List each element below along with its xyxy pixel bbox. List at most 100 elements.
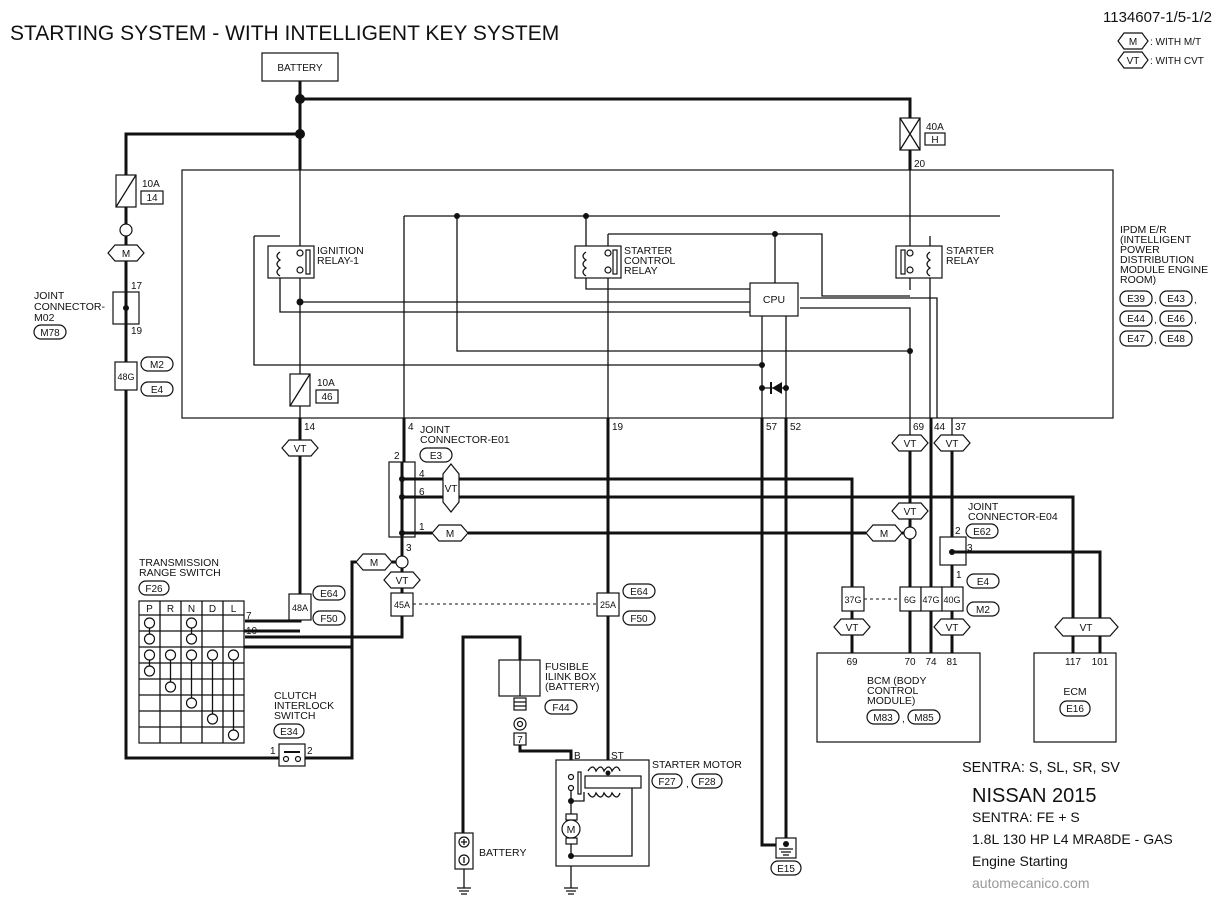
svg-text:F50: F50 [630,614,648,625]
svg-text:E44: E44 [1127,314,1145,325]
ecm-box [1033,652,1117,743]
svg-text:VT: VT [904,439,917,450]
harness-tag-vt-69: VT [891,434,929,452]
trs-position-label: R [167,604,174,615]
harness-tag-m-bcm: M [865,524,903,542]
svg-text:M83: M83 [873,713,893,724]
trs-contact [143,633,156,645]
svg-text:E4: E4 [151,385,164,396]
svg-text:H: H [931,135,938,146]
svg-text:3: 3 [406,543,412,554]
svg-text:17: 17 [131,281,143,292]
svg-text:RELAY: RELAY [946,255,980,267]
svg-text:48A: 48A [292,603,308,613]
svg-text:1: 1 [270,746,276,757]
svg-text:CONTROL: CONTROL [867,685,918,697]
svg-text:CLUTCH: CLUTCH [274,690,317,702]
svg-text:E43: E43 [1167,294,1185,305]
svg-text:ST: ST [611,751,624,762]
svg-text:2: 2 [307,746,313,757]
svg-text:(INTELLIGENT: (INTELLIGENT [1120,234,1192,246]
ignition-relay-1: IGNITION RELAY-1 [267,245,364,279]
svg-text:6G: 6G [904,595,916,605]
svg-text:,: , [1154,315,1157,326]
legend-m: M : WITH M/T [1117,32,1201,50]
svg-text:10A: 10A [142,179,160,190]
trs-contact [227,729,240,741]
svg-text:POWER: POWER [1120,244,1160,256]
svg-text:37: 37 [955,422,967,433]
battery-bottom: BATTERY [454,832,526,895]
svg-text:117: 117 [1065,657,1081,668]
svg-text:7: 7 [517,735,523,746]
diagram-id: 1134607-1/5-1/2 [1103,9,1212,26]
svg-text:,: , [902,714,905,725]
svg-text:IPDM E/R: IPDM E/R [1120,224,1167,236]
svg-text:M: M [567,824,576,836]
battery-top-label: BATTERY [277,63,323,74]
harness-tag-vt-vertical [442,463,460,513]
svg-text:M2: M2 [976,605,990,616]
ipdm-connectors: E39 , E43 , E44 , E46 , E47 , E48 [1119,290,1197,347]
svg-text:40A: 40A [926,122,944,133]
svg-text:F50: F50 [320,614,338,625]
svg-text:3: 3 [967,543,973,554]
svg-text:STARTER: STARTER [624,245,672,257]
svg-text:E16: E16 [1066,704,1084,715]
svg-text:M02: M02 [34,312,55,324]
trs-position-label: L [231,604,237,615]
ipdm-er-box [181,169,1114,419]
cpu-box [749,282,799,317]
legend-m-tag: M [1129,37,1137,48]
svg-text:E34: E34 [280,727,298,738]
fusible-link-box: 7 FUSIBLE ILINK BOX (BATTERY) F44 [498,659,599,746]
battery-top-box [261,52,339,82]
svg-text:JOINT: JOINT [420,424,451,436]
svg-text:M: M [880,529,888,540]
trs-position-label: D [209,604,216,615]
svg-text:M2: M2 [150,360,164,371]
svg-text:6: 6 [419,487,425,498]
trs-contact [227,649,240,661]
footer-model: SENTRA: FE + S [972,809,1080,825]
svg-text:46: 46 [321,392,333,403]
svg-text:44: 44 [934,422,946,433]
cpu-label: CPU [763,294,785,306]
svg-text:37G: 37G [844,595,861,605]
footer-make: NISSAN 2015 [972,785,1097,807]
harness-tag-vt-bcm81: VT [933,618,971,636]
svg-text:101: 101 [1092,657,1109,668]
starter-control-relay: STARTER CONTROL RELAY [574,245,675,279]
svg-text:SWITCH: SWITCH [274,710,315,722]
svg-text:MODULE ENGINE: MODULE ENGINE [1120,264,1208,276]
svg-text:M: M [122,249,130,260]
svg-text:19: 19 [612,422,624,433]
svg-text:4: 4 [408,422,414,433]
legend-vt-tag: VT [1127,56,1140,67]
svg-text:FUSIBLE: FUSIBLE [545,661,589,673]
svg-text:CONNECTOR-E04: CONNECTOR-E04 [968,511,1058,523]
svg-text:STARTER MOTOR: STARTER MOTOR [652,759,742,771]
svg-text:2: 2 [394,451,400,462]
harness-e4-m2: 37G 6G 47G 40G E4 M2 [841,573,1000,617]
svg-text:70: 70 [904,657,916,668]
splice-circle [119,223,133,237]
svg-text:(BATTERY): (BATTERY) [545,681,599,693]
trs-contact [185,649,198,661]
svg-text:E39: E39 [1127,294,1145,305]
svg-text:TRANSMISSION: TRANSMISSION [139,557,219,569]
legend-vt: VT : WITH CVT [1117,51,1204,69]
svg-text:BCM (BODY: BCM (BODY [867,675,927,687]
svg-text:69: 69 [913,422,925,433]
svg-text:E48: E48 [1167,334,1185,345]
trs-contact [185,617,198,629]
svg-text:,: , [1154,295,1157,306]
svg-text:F28: F28 [698,777,716,788]
svg-text:F27: F27 [658,777,676,788]
harness-tag-vt-bcm69: VT [833,618,871,636]
legend-m-text: : WITH M/T [1150,37,1201,48]
footer-system: Engine Starting [972,853,1068,869]
ground-e15: E15 [770,837,802,876]
svg-text:E64: E64 [320,589,338,600]
svg-text:CONNECTOR-: CONNECTOR- [34,301,105,313]
